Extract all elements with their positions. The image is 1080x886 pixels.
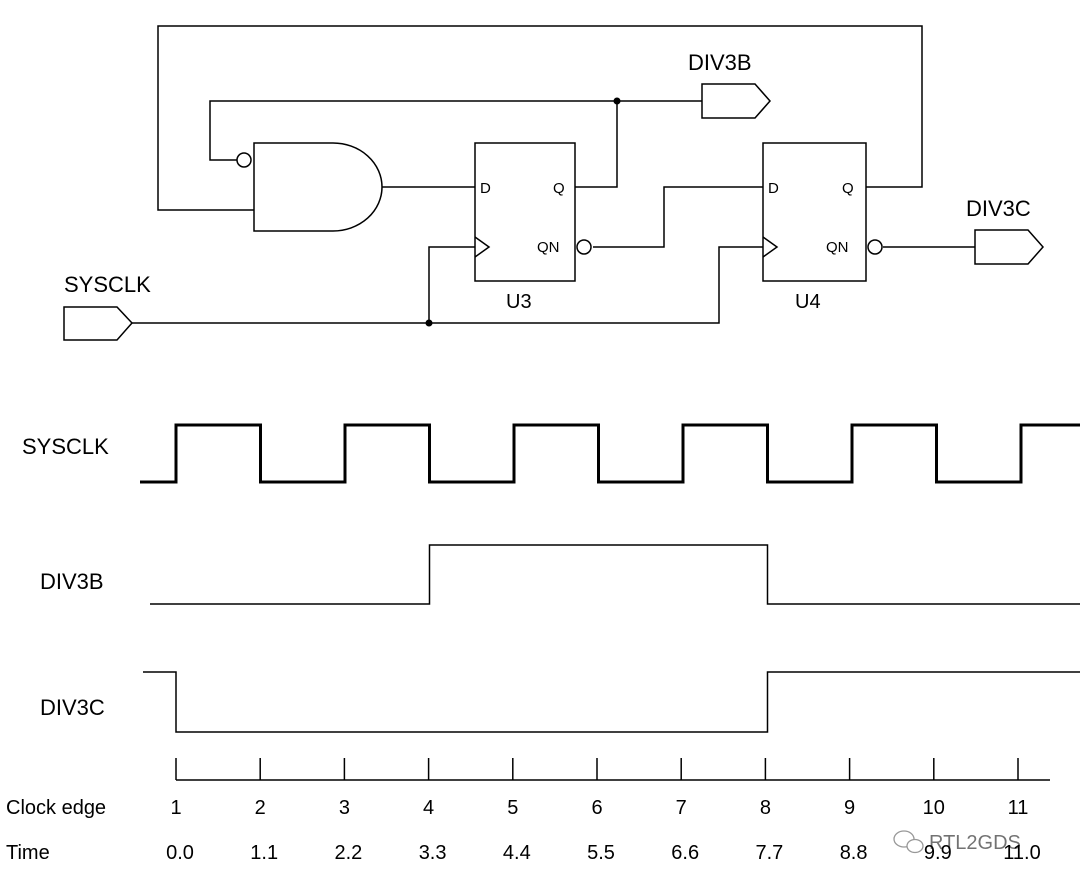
time-label: 9.9: [924, 842, 952, 864]
time-label: 0.0: [166, 842, 194, 864]
clock-edge-label: 3: [339, 797, 350, 819]
clock-edge-label: 1: [170, 797, 181, 819]
timing-diagram: SYSCLK DIV3B DIV3C 1 0.0 2 1.1 3 2.2 4 3.3 5 4.4 6…: [6, 423, 1080, 864]
wire-clk-u3: [428, 246, 475, 323]
wechat-icon: [893, 830, 924, 854]
wire-sysclk: [132, 246, 763, 324]
flipflop-u4: D Q QN U4: [762, 142, 883, 313]
qn-bubble: [867, 239, 883, 255]
clock-triangle: [762, 236, 779, 258]
time-label: 2.2: [334, 842, 362, 864]
and-gate: [236, 142, 383, 232]
clock-edge-label: 5: [507, 797, 518, 819]
wire-u3qn-to-u4d: [593, 186, 763, 248]
wire-u3q-feedback: [209, 100, 618, 188]
time-label: 6.6: [671, 842, 699, 864]
time-label: 1.1: [250, 842, 278, 864]
port-div3c: DIV3C: [966, 196, 1045, 265]
clock-edge-label: 6: [591, 797, 602, 819]
time-label: 5.5: [587, 842, 615, 864]
watermark-text: RTL2GDS: [929, 832, 1021, 854]
u3-ref-label: U3: [506, 291, 532, 313]
signal-label-div3b: DIV3B: [40, 569, 104, 594]
clock-edge-label: 10: [923, 797, 945, 819]
waveform-div3c: [143, 671, 1080, 733]
u3-d-pin: D: [480, 180, 491, 197]
u3-q-pin: Q: [553, 180, 565, 197]
u4-ref-label: U4: [795, 291, 821, 313]
time-label: 8.8: [840, 842, 868, 864]
u4-d-pin: D: [768, 180, 779, 197]
u3-qn-pin: QN: [537, 239, 560, 256]
time-label: 11.0: [1003, 842, 1040, 864]
clock-edge-label: 8: [760, 797, 771, 819]
clock-edge-label: 7: [676, 797, 687, 819]
port-div3b-label: DIV3B: [688, 50, 752, 75]
waveform-sysclk: [140, 423, 1080, 484]
clock-edge-label: 11: [1008, 797, 1029, 819]
time-label: 7.7: [755, 842, 783, 864]
wires: [132, 25, 975, 327]
time-label: 4.4: [503, 842, 531, 864]
u4-q-pin: Q: [842, 180, 854, 197]
clock-edge-label: 4: [423, 797, 434, 819]
clock-edge-label: 9: [844, 797, 855, 819]
port-sysclk: SYSCLK: [63, 272, 151, 341]
flipflop-u3: D Q QN U3: [474, 142, 592, 313]
port-div3b: DIV3B: [688, 50, 772, 119]
clock-triangle: [474, 236, 491, 258]
port-sysclk-label: SYSCLK: [64, 272, 151, 297]
qn-bubble: [576, 239, 592, 255]
inverter-bubble: [236, 152, 252, 168]
signal-label-div3c: DIV3C: [40, 695, 105, 720]
wire-u4q-feedback: [157, 25, 923, 211]
port-div3c-label: DIV3C: [966, 196, 1031, 221]
time-axis: 1 0.0 2 1.1 3 2.2 4 3.3 5 4.4 6 5.5 7 6.6 8 7.7 9 8.8 10 9.…: [166, 758, 1050, 864]
watermark: RTL2GDS: [893, 830, 1021, 854]
time-row-label: Time: [6, 842, 50, 864]
junction-dot: [425, 319, 433, 327]
clock-edge-label: 2: [255, 797, 266, 819]
signal-label-sysclk: SYSCLK: [22, 434, 109, 459]
u4-qn-pin: QN: [826, 239, 849, 256]
schematic: D Q QN U3 D Q QN U4 SYSCLK DIV3B DIV3C: [63, 25, 1045, 341]
waveform-div3b: [150, 544, 1080, 605]
time-label: 3.3: [419, 842, 447, 864]
junction-dot: [613, 97, 621, 105]
clock-edge-row-label: Clock edge: [6, 797, 106, 819]
